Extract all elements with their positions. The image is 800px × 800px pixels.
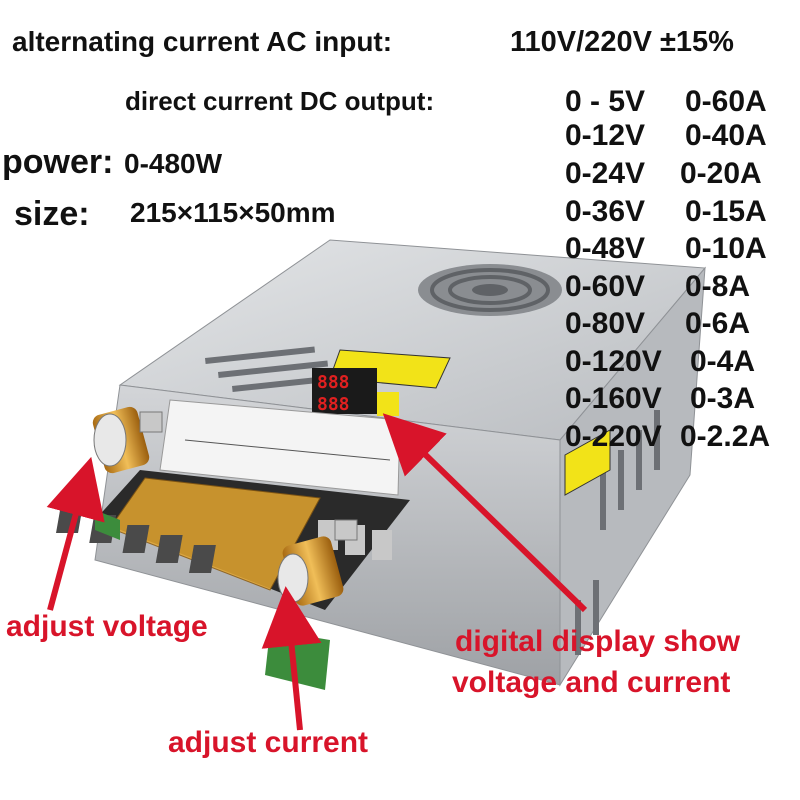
svg-text:888: 888 [317, 372, 350, 393]
spec-current: 0-6A [685, 307, 751, 340]
ac-input-value: 110V/220V ±15% [510, 26, 734, 58]
spec-current: 0-40A [685, 119, 767, 152]
spec-voltage: 0-36V [565, 195, 646, 228]
spec-current: 0-10A [685, 232, 767, 265]
power-label: power: [2, 143, 114, 181]
spec-voltage: 0-24V [565, 157, 646, 190]
spec-current: 0-60A [685, 85, 767, 118]
svg-text:888: 888 [317, 394, 350, 415]
spec-voltage: 0-120V [565, 345, 662, 378]
spec-voltage: 0-80V [565, 307, 646, 340]
ac-input-label: alternating current AC input: [12, 26, 393, 57]
spec-voltage: 0-60V [565, 270, 646, 303]
fan-grille-icon [418, 264, 562, 316]
adjust-knob-voltage-icon [92, 406, 163, 474]
adjust-current-callout: adjust current [168, 726, 369, 759]
adjust-voltage-callout: adjust voltage [6, 610, 208, 643]
power-value: 0-480W [124, 148, 223, 179]
spec-voltage: 0 - 5V [565, 85, 646, 118]
spec-voltage: 0-220V [565, 420, 662, 453]
led-display-icon: 888 888 [312, 368, 399, 416]
display-callout-line2: voltage and current [452, 666, 731, 699]
size-value: 215×115×50mm [130, 197, 336, 228]
arrow-icon [46, 413, 588, 731]
dc-output-label: direct current DC output: [125, 86, 435, 116]
spec-current: 0-20A [680, 157, 762, 190]
spec-current: 0-15A [685, 195, 767, 228]
spec-current: 0-3A [690, 382, 756, 415]
spec-current: 0-2.2A [680, 420, 771, 453]
spec-voltage: 0-160V [565, 382, 662, 415]
spec-voltage: 0-12V [565, 119, 646, 152]
spec-current: 0-8A [685, 270, 751, 303]
size-label: size: [14, 195, 90, 233]
spec-current: 0-4A [690, 345, 756, 378]
display-callout-line1: digital display show [455, 625, 741, 658]
spec-voltage: 0-48V [565, 232, 646, 265]
